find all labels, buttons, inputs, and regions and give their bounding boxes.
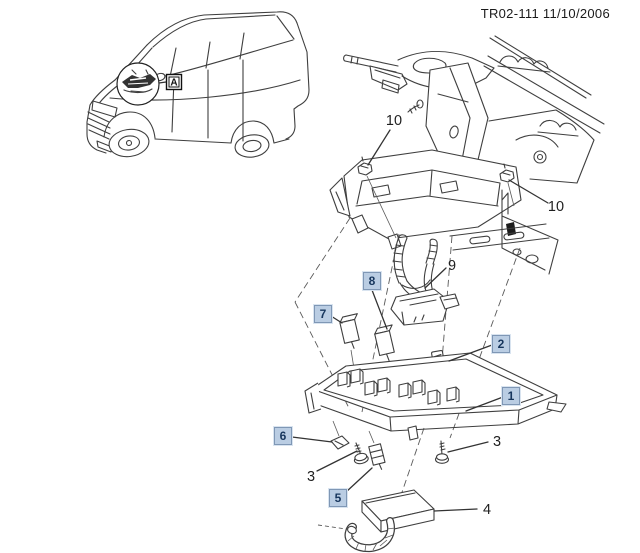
callout-10-left: 10 <box>385 113 403 129</box>
view-label-box: A <box>165 73 183 91</box>
document-reference: TR02-111 11/10/2006 <box>480 6 610 21</box>
fuse-block-assembly <box>304 352 567 441</box>
callout-7[interactable]: 7 <box>314 305 332 323</box>
callout-5[interactable]: 5 <box>329 489 347 507</box>
relay-5-part <box>368 430 386 470</box>
callout-3-left: 3 <box>306 469 316 485</box>
callout-2[interactable]: 2 <box>492 335 510 353</box>
mounting-nut-left <box>357 156 397 239</box>
wiring-harness-connector <box>390 234 460 326</box>
callout-3-right: 3 <box>492 434 502 450</box>
vehicle-inset-drawing <box>86 11 310 158</box>
callout-10-right: 10 <box>547 199 565 215</box>
bolt-left <box>353 442 369 465</box>
callout-6[interactable]: 6 <box>274 427 292 445</box>
view-label: A <box>170 78 177 89</box>
callout-8[interactable]: 8 <box>363 272 381 290</box>
inset-callout-circle <box>116 62 167 106</box>
mounting-nut-right <box>499 163 515 207</box>
cover-part <box>361 489 435 533</box>
retainer-clip-part <box>330 420 350 450</box>
relay-8-part <box>374 324 395 362</box>
callout-leader-lines <box>291 129 549 512</box>
top-bracket-assembly <box>329 35 605 275</box>
callout-9: 9 <box>447 258 457 274</box>
bolt-right <box>434 440 450 464</box>
relay-7-part <box>339 313 360 349</box>
callout-4: 4 <box>482 502 492 518</box>
callout-1[interactable]: 1 <box>502 387 520 405</box>
cover-wire-pigtail <box>317 517 396 553</box>
fuse-socket-towers <box>337 368 460 406</box>
